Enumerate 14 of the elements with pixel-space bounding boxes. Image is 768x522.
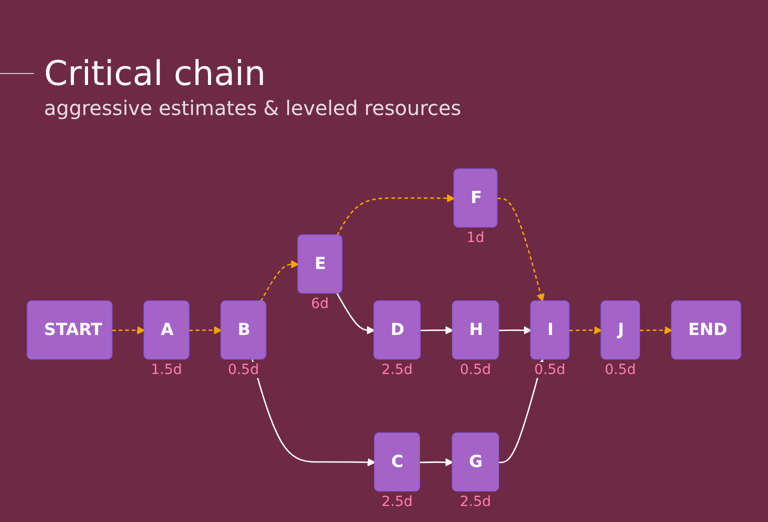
subtitle: aggressive estimates & leveled resources [44,96,462,120]
arrow [569,326,602,334]
arrow [189,326,222,334]
arrow [260,260,299,302]
arrow [336,194,455,236]
arrow [420,458,454,466]
arrow [336,293,375,334]
arrow [498,326,532,334]
arrow [497,198,545,302]
arrow [252,359,376,466]
arrow [640,326,672,334]
title: Critical chain [44,54,266,94]
arrow [112,326,145,334]
arrow [420,326,454,334]
